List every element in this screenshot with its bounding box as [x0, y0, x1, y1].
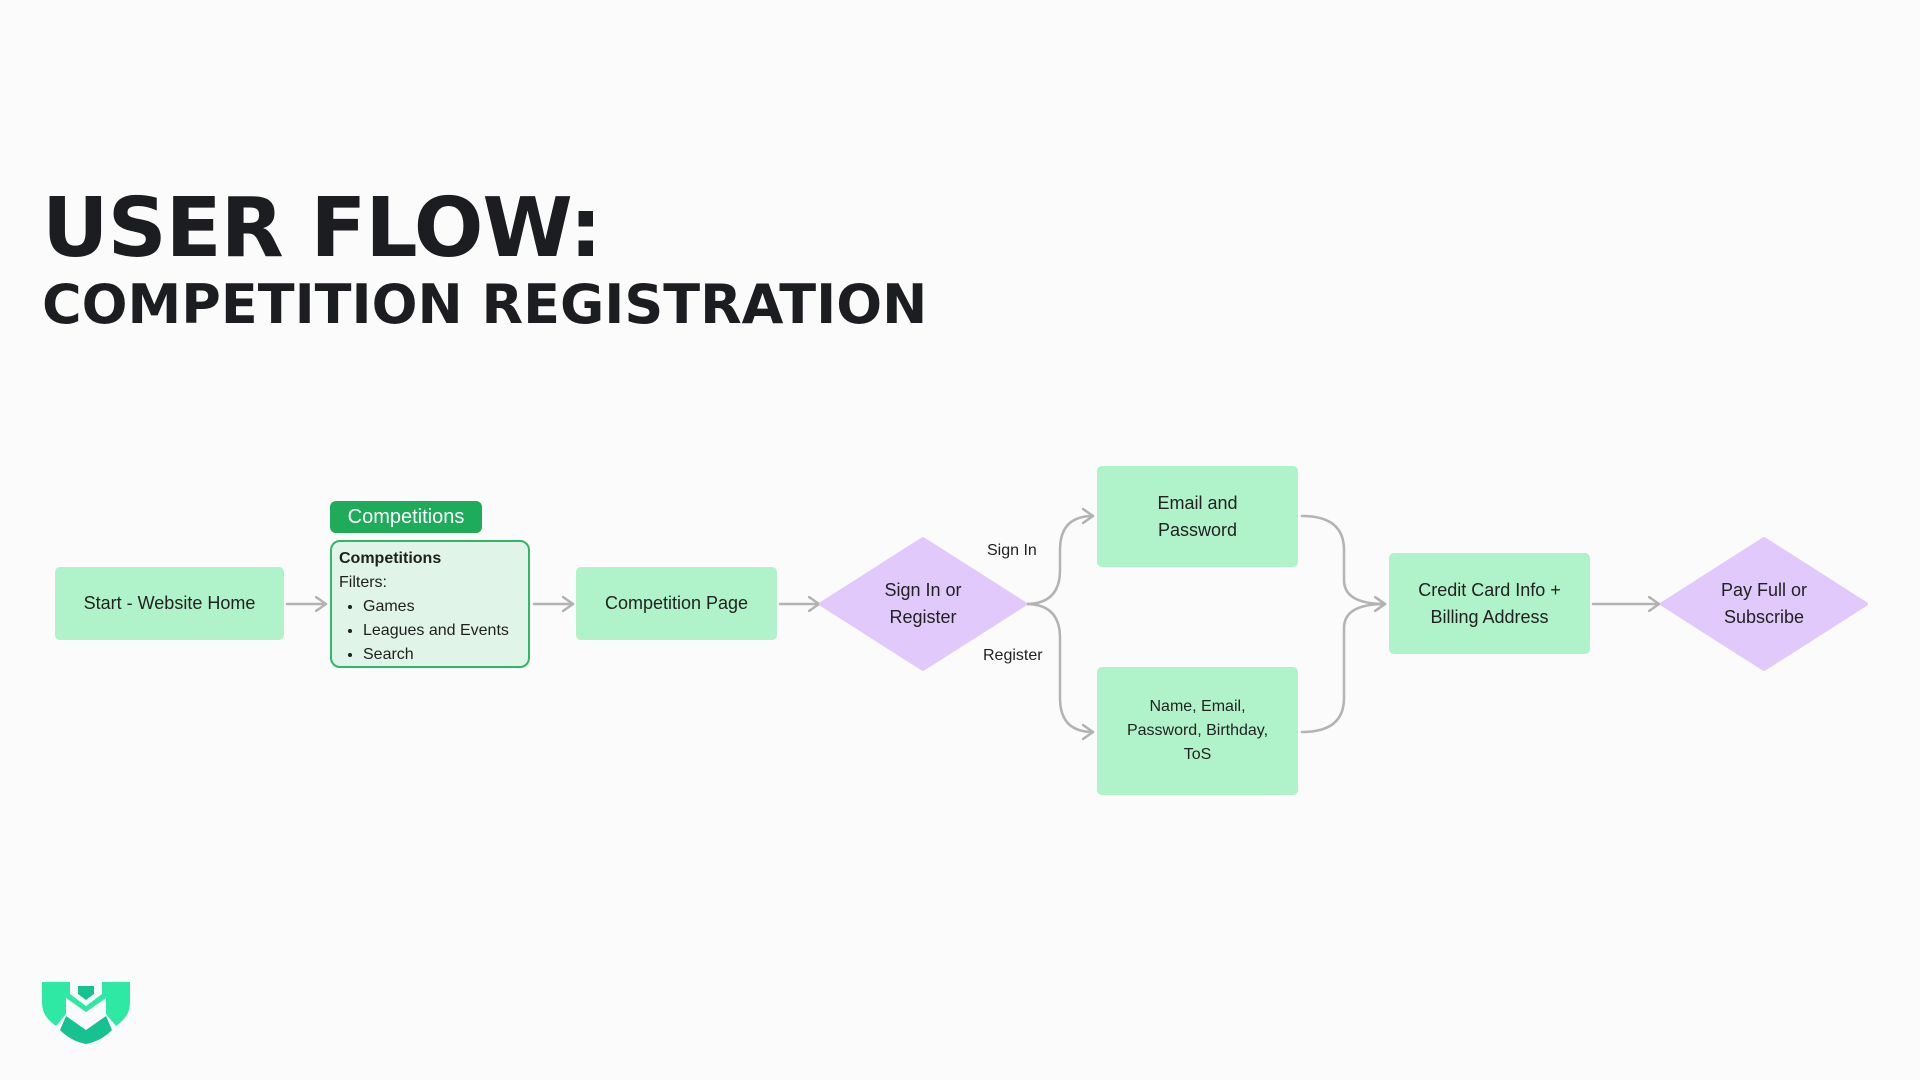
decision-pay-label: Pay Full or Subscribe: [1720, 580, 1808, 627]
filter-item-search: Search: [363, 643, 521, 667]
email-password-node: Email and Password: [1097, 466, 1298, 567]
filter-item-games: Games: [363, 595, 521, 619]
competitions-node: Competitions Filters: Games Leagues and …: [330, 540, 530, 668]
competitions-heading: Competitions: [339, 550, 442, 567]
connector-decision-to-register: [1024, 602, 1095, 732]
email-password-label: Email and Password: [1157, 492, 1238, 540]
connector-register-to-credit: [1300, 604, 1387, 734]
filter-item-leagues: Leagues and Events: [363, 619, 521, 643]
edge-label-register: Register: [983, 647, 1043, 664]
filters-label: Filters:: [339, 574, 387, 591]
competition-page-node: Competition Page: [576, 567, 777, 640]
decision-diamond-pay: [1660, 537, 1868, 671]
competition-page-label: Competition Page: [604, 593, 749, 613]
brand-shield-logo: [42, 982, 130, 1044]
competitions-tag: Competitions: [330, 501, 482, 533]
page-title: USER FLOW:: [42, 181, 602, 276]
decision-sign-in-label: Sign In or Register: [884, 580, 962, 627]
connector-decision-to-email: [1024, 516, 1095, 606]
name-email-label: Name, Email, Password, Birthday, ToS: [1126, 698, 1269, 763]
start-node: Start - Website Home: [55, 567, 284, 640]
credit-card-label: Credit Card Info + Billing Address: [1418, 579, 1561, 627]
filters-list: Games Leagues and Events Search: [339, 595, 521, 667]
credit-card-node: Credit Card Info + Billing Address: [1389, 553, 1590, 654]
decision-diamond-sign-in: [819, 537, 1027, 671]
name-email-node: Name, Email, Password, Birthday, ToS: [1097, 667, 1298, 795]
edge-label-sign-in: Sign In: [987, 542, 1037, 559]
connector-email-to-credit: [1300, 514, 1387, 604]
page-subtitle: COMPETITION REGISTRATION: [42, 273, 928, 336]
start-node-label: Start - Website Home: [83, 593, 256, 613]
